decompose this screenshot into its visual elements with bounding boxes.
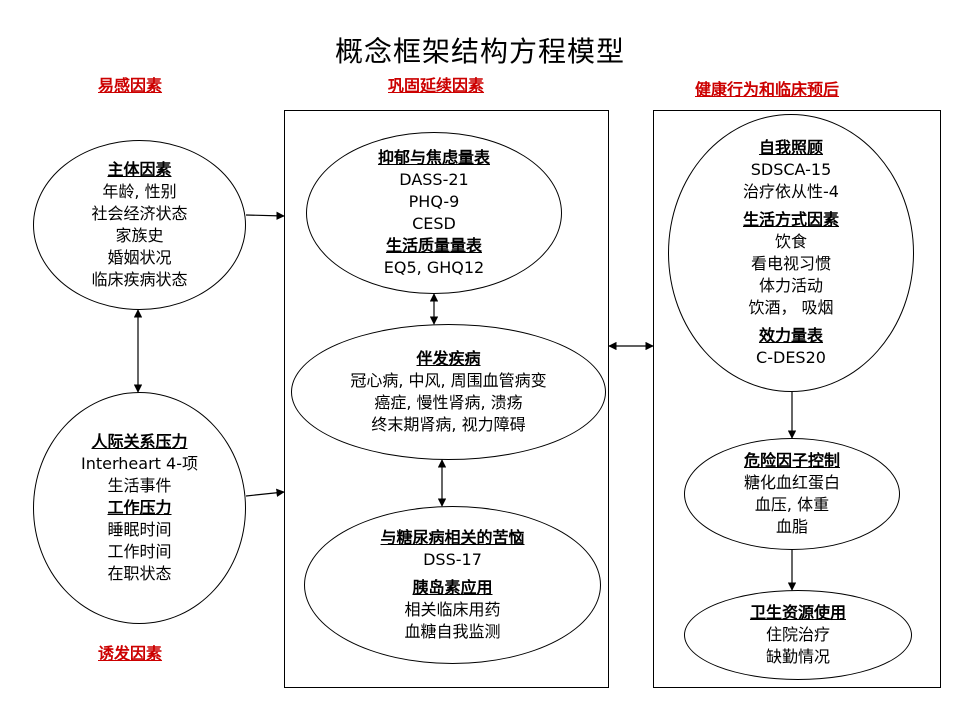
work-stress-heading: 工作压力 [107,498,172,517]
risk-control-item: 糖化血红蛋白 [743,473,840,492]
label-outcomes: 健康行为和临床预后 [695,80,840,99]
resource-use-ellipse: 卫生资源使用 住院治疗 缺勤情况 [684,590,912,680]
comorbid-item: 冠心病, 中风, 周围血管病变 [350,371,547,390]
resource-use-item: 缺勤情况 [765,647,830,666]
label-predisposing: 易感因素 [98,76,163,95]
diagram-title: 概念框架结构方程模型 [334,35,625,68]
mood-scales-ellipse: 抑郁与焦虑量表 DASS-21 PHQ-9 CESD 生活质量量表 EQ5, G… [306,132,562,294]
work-stress-item: 睡眠时间 [107,520,172,539]
self-care-ellipse: 自我照顾 SDSCA-15 治疗依从性-4 生活方式因素 饮食 看电视习惯 体力… [668,114,914,392]
subject-factors-heading: 主体因素 [107,160,172,179]
label-perpetuating: 巩固延续因素 [388,76,485,95]
diabetes-distress-heading: 与糖尿病相关的苦恼 [380,528,525,547]
label-precipitating: 诱发因素 [98,644,163,663]
risk-control-ellipse: 危险因子控制 糖化血红蛋白 血压, 体重 血脂 [684,438,900,550]
mood-scales-heading: 抑郁与焦虑量表 [377,148,490,167]
work-stress-item: 在职状态 [107,564,172,583]
insulin-item: 相关临床用药 [404,600,501,619]
self-care-item: SDSCA-15 [750,160,832,179]
stress-item: 生活事件 [107,476,172,495]
resource-use-item: 住院治疗 [765,625,830,644]
subject-item: 婚姻状况 [107,248,172,267]
insulin-item: 血糖自我监测 [404,622,501,641]
subject-item: 临床疾病状态 [91,270,188,289]
subject-factors-ellipse: 主体因素 年龄, 性别 社会经济状态 家族史 婚姻状况 临床疾病状态 [33,140,246,310]
arrow-stress-to-middle [245,488,285,497]
lifestyle-item: 体力活动 [758,276,823,295]
stress-ellipse: 人际关系压力 Interheart 4-项 生活事件 工作压力 睡眠时间 工作时… [33,392,246,624]
quality-of-life-item: EQ5, GHQ12 [383,258,485,277]
interpersonal-stress-heading: 人际关系压力 [91,432,188,451]
lifestyle-heading: 生活方式因素 [742,210,839,229]
lifestyle-item: 看电视习惯 [750,254,831,273]
lifestyle-item: 饮食 [774,232,807,251]
mood-scale-item: CESD [412,214,456,233]
resource-use-heading: 卫生资源使用 [749,603,846,622]
subject-item: 家族史 [115,226,164,245]
self-care-heading: 自我照顾 [758,138,823,157]
mood-scale-item: PHQ-9 [408,192,460,211]
arrow-subject-to-middle [245,211,285,220]
efficacy-scale-heading: 效力量表 [758,326,823,345]
comorbid-item: 终末期肾病, 视力障碍 [371,415,526,434]
self-care-item: 治疗依从性-4 [743,182,839,201]
distress-item: DSS-17 [423,550,482,569]
work-stress-item: 工作时间 [107,542,172,561]
comorbid-heading: 伴发疾病 [416,349,481,368]
risk-control-heading: 危险因子控制 [743,451,840,470]
lifestyle-item: 饮酒， 吸烟 [748,298,834,317]
insulin-heading: 胰岛素应用 [412,578,493,597]
risk-control-item: 血压, 体重 [754,495,830,514]
efficacy-scale-item: C-DES20 [756,348,826,367]
comorbid-item: 癌症, 慢性肾病, 溃疡 [374,393,523,412]
quality-of-life-heading: 生活质量量表 [385,236,482,255]
diabetes-distress-ellipse: 与糖尿病相关的苦恼 DSS-17 胰岛素应用 相关临床用药 血糖自我监测 [304,506,601,664]
subject-item: 社会经济状态 [91,204,188,223]
mood-scale-item: DASS-21 [399,170,469,189]
stress-item: Interheart 4-项 [81,454,198,473]
subject-item: 年龄, 性别 [102,182,177,201]
comorbid-ellipse: 伴发疾病 冠心病, 中风, 周围血管病变 癌症, 慢性肾病, 溃疡 终末期肾病,… [291,324,606,460]
risk-control-item: 血脂 [775,517,808,536]
